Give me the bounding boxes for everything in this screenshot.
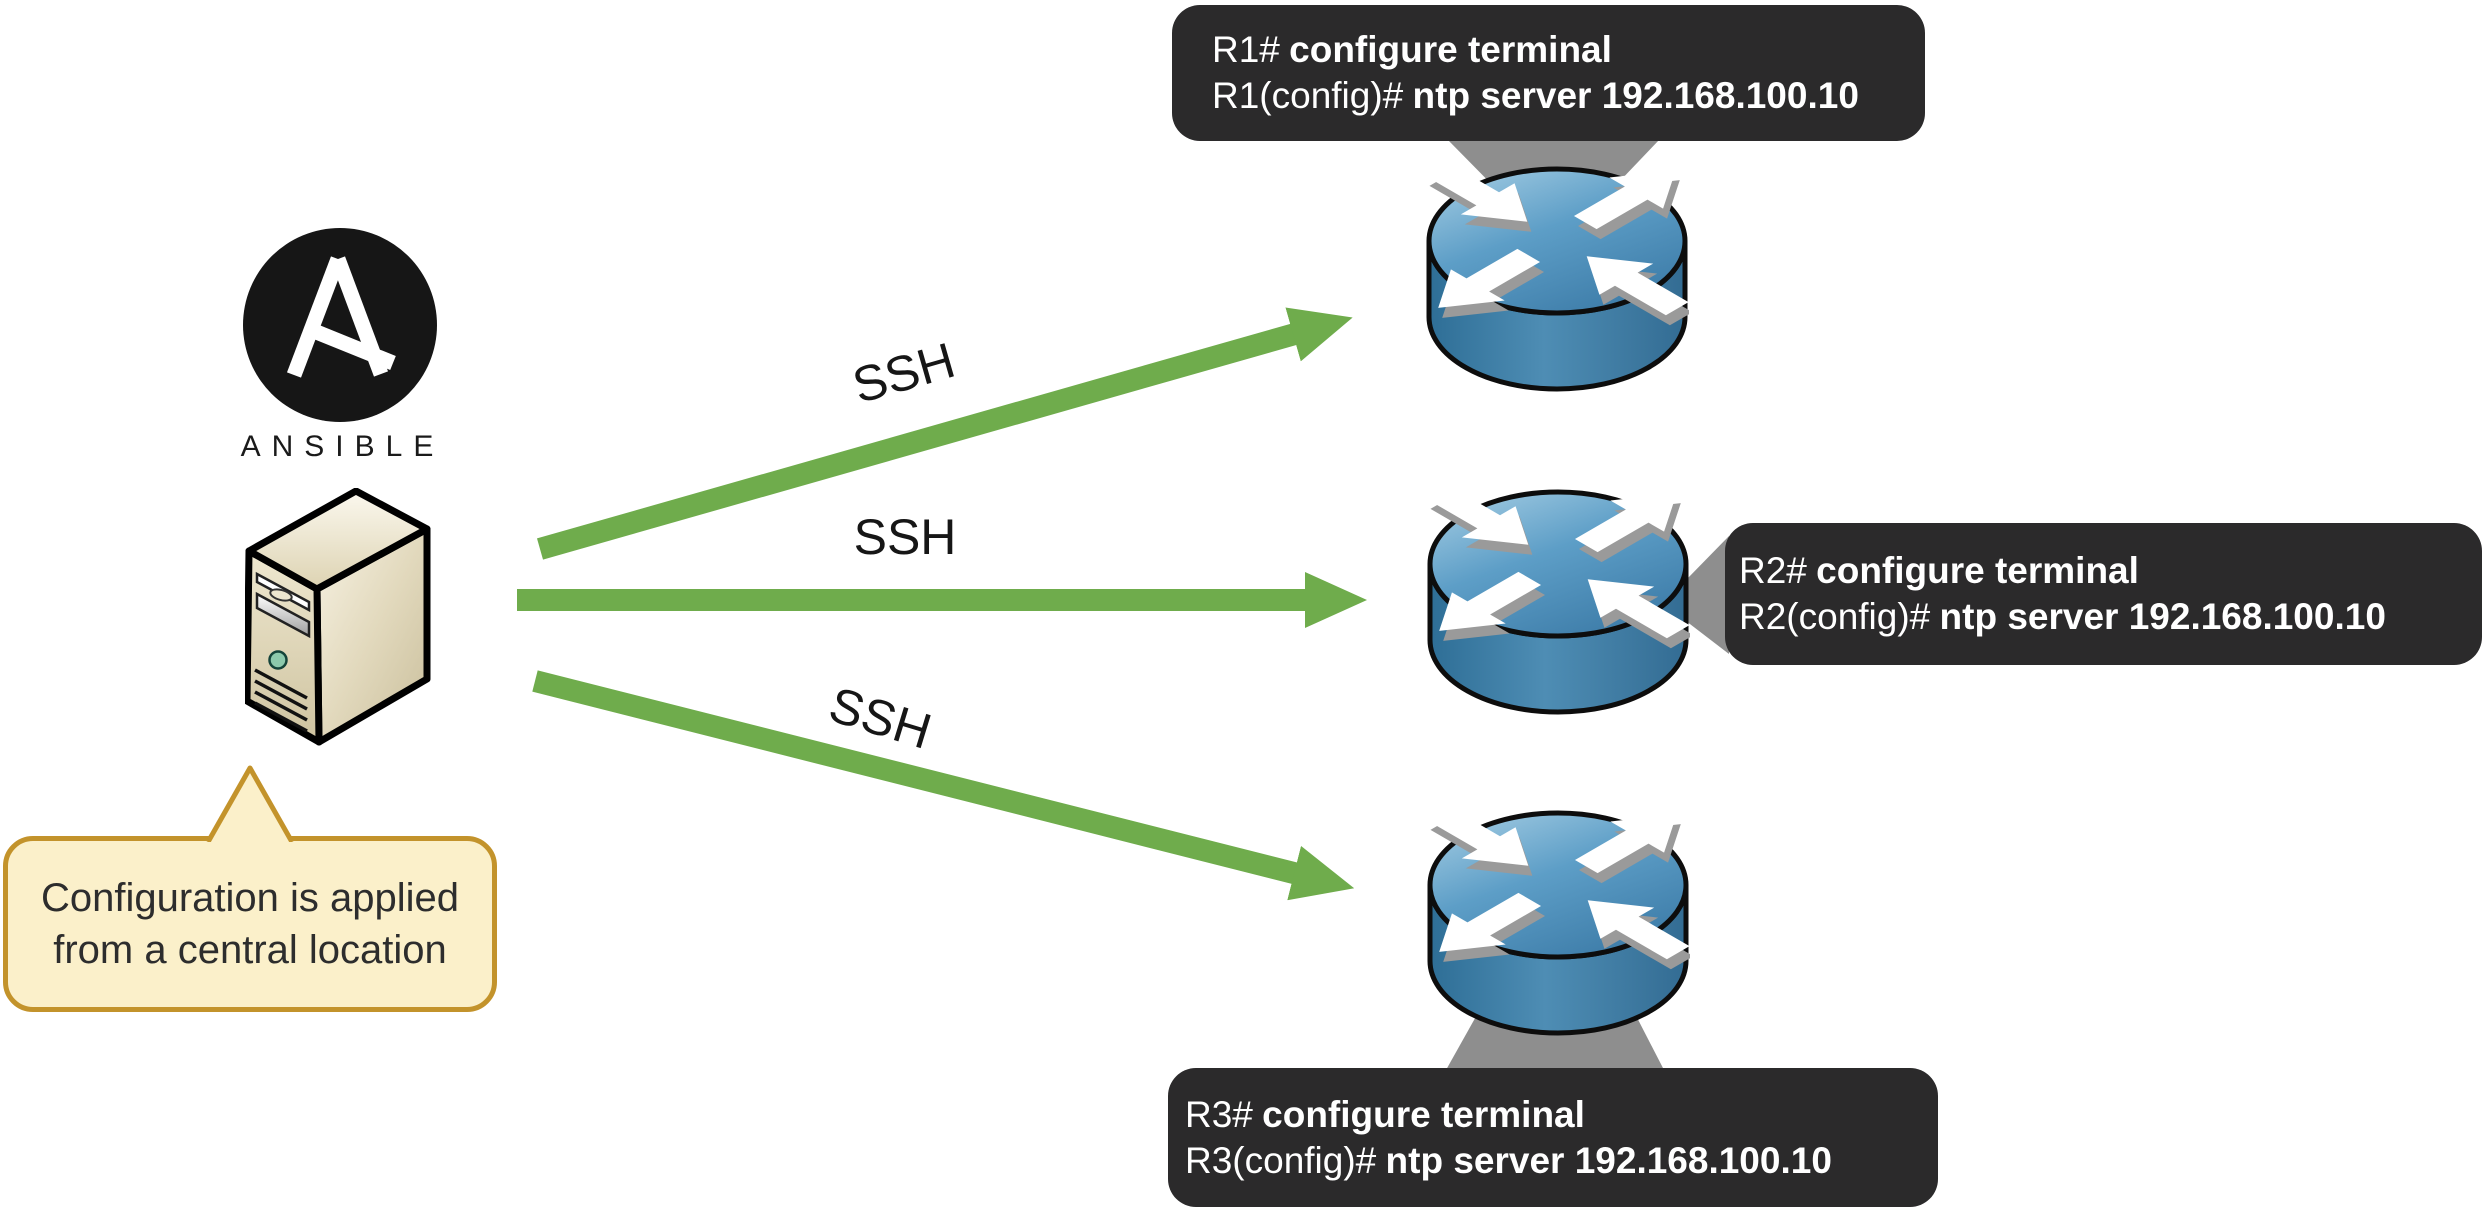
cli-prompt: R1(config)# xyxy=(1212,75,1404,116)
code-line: R1(config)#ntp server 192.168.100.10 xyxy=(1212,73,1925,119)
cli-prompt: R1# xyxy=(1212,29,1280,70)
ansible-wordmark: ANSIBLE xyxy=(240,430,445,463)
cli-command: ntp server 192.168.100.10 xyxy=(1385,1139,1832,1181)
router-2-icon xyxy=(1426,489,1690,715)
cli-prompt: R2(config)# xyxy=(1739,596,1931,637)
cli-prompt: R3(config)# xyxy=(1185,1139,1377,1181)
ansible-logo-icon xyxy=(243,228,437,422)
note-line: Configuration is applied xyxy=(40,876,460,920)
router-1-icon xyxy=(1425,166,1689,392)
ssh-arrow-2 xyxy=(517,572,1367,628)
note-bubble: Configuration is applied from a central … xyxy=(3,836,497,1012)
control-server-icon xyxy=(245,488,431,746)
router-3-icon xyxy=(1426,810,1690,1036)
note-line: from a central location xyxy=(53,928,447,972)
code-box-r3: R3#configure terminal R3(config)#ntp ser… xyxy=(1168,1068,1938,1207)
code-line: R1#configure terminal xyxy=(1212,27,1925,73)
code-box-r2: R2#configure terminal R2(config)#ntp ser… xyxy=(1725,523,2482,665)
code-line: R3#configure terminal xyxy=(1185,1092,1938,1138)
server-power-button xyxy=(268,650,288,670)
r2-callout-pointer xyxy=(1686,536,1729,654)
note-pointer xyxy=(205,765,295,842)
server-drive-slots xyxy=(255,571,311,639)
arrow-head xyxy=(1305,572,1367,628)
cli-command: configure terminal xyxy=(1262,1093,1585,1135)
arrow-shaft xyxy=(517,589,1309,611)
cli-command: ntp server 192.168.100.10 xyxy=(1939,596,2386,637)
code-line: R3(config)#ntp server 192.168.100.10 xyxy=(1185,1138,1938,1184)
code-line: R2#configure terminal xyxy=(1739,548,2482,594)
cli-command: configure terminal xyxy=(1289,29,1612,70)
cli-command: configure terminal xyxy=(1816,550,2139,591)
code-line: R2(config)#ntp server 192.168.100.10 xyxy=(1739,594,2482,640)
ssh-label-2: SSH xyxy=(853,509,957,565)
server-vents xyxy=(254,668,308,733)
cli-prompt: R2# xyxy=(1739,550,1807,591)
code-box-r1: R1#configure terminal R1(config)#ntp ser… xyxy=(1172,5,1925,141)
cli-command: ntp server 192.168.100.10 xyxy=(1412,75,1859,116)
cli-prompt: R3# xyxy=(1185,1093,1253,1135)
